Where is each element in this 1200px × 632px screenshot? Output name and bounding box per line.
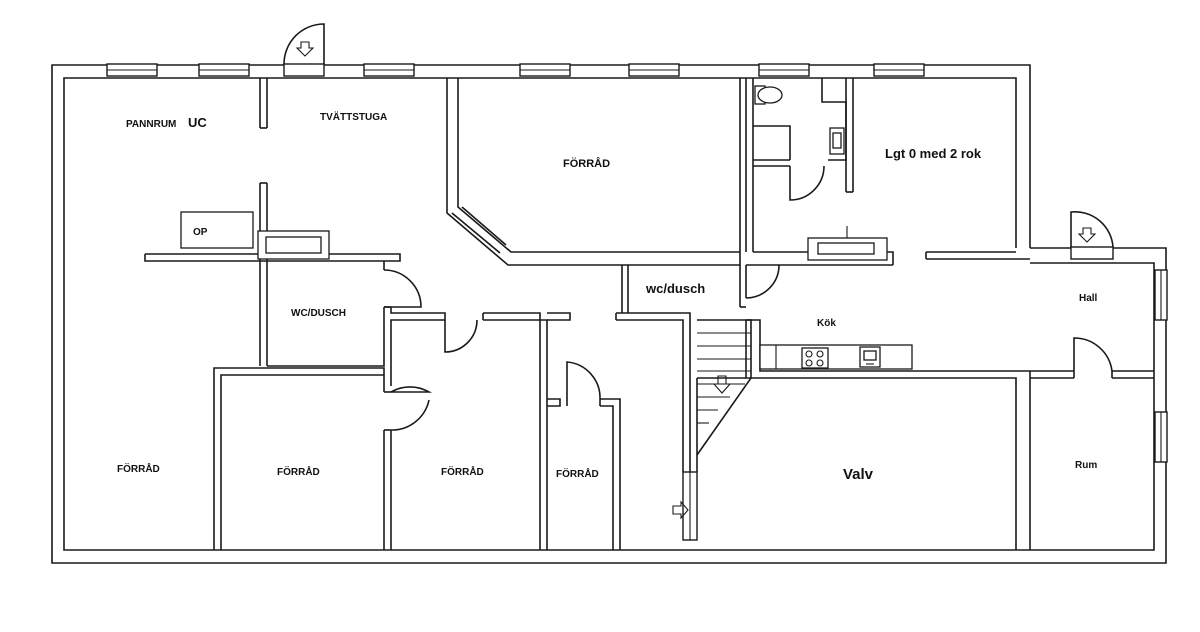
op-box bbox=[180, 211, 254, 249]
kitchen-counter bbox=[759, 344, 913, 370]
label-wc-dusch-upper: WC/DUSCH bbox=[291, 308, 346, 319]
label-forrad-4: FÖRRÅD bbox=[556, 467, 599, 480]
entry-door-top bbox=[283, 23, 325, 77]
label-hall: Hall bbox=[1079, 293, 1098, 304]
label-forrad-1: FÖRRÅD bbox=[117, 462, 160, 475]
label-tvattstuga: TVÄTTSTUGA bbox=[320, 110, 387, 123]
fixtures bbox=[180, 85, 913, 370]
stairs bbox=[672, 319, 752, 541]
label-pannrum-suffix: UC bbox=[188, 115, 207, 130]
outer-walls bbox=[51, 64, 1167, 564]
bench-icon bbox=[807, 226, 888, 261]
toilet-icon bbox=[754, 85, 783, 105]
windows-top bbox=[106, 63, 1168, 463]
label-wc-dusch-lower: wc/dusch bbox=[645, 281, 705, 296]
label-forrad-top: FÖRRÅD bbox=[563, 157, 610, 170]
shower-outline bbox=[753, 125, 791, 160]
label-forrad-2: FÖRRÅD bbox=[277, 465, 320, 478]
interior-doors bbox=[383, 165, 1113, 431]
label-kok: Kök bbox=[817, 318, 836, 329]
entry-door-hall bbox=[1070, 210, 1114, 260]
label-op: OP bbox=[193, 227, 208, 238]
room-labels: PANNRUM UC TVÄTTSTUGA FÖRRÅD Lgt 0 med 2… bbox=[117, 110, 1098, 483]
label-pannrum: PANNRUM bbox=[126, 119, 176, 130]
label-rum: Rum bbox=[1075, 460, 1097, 471]
label-forrad-3: FÖRRÅD bbox=[441, 465, 484, 478]
label-valv: Valv bbox=[843, 466, 874, 483]
washbasin-icon bbox=[829, 127, 845, 155]
label-lgt: Lgt 0 med 2 rok bbox=[885, 146, 982, 161]
